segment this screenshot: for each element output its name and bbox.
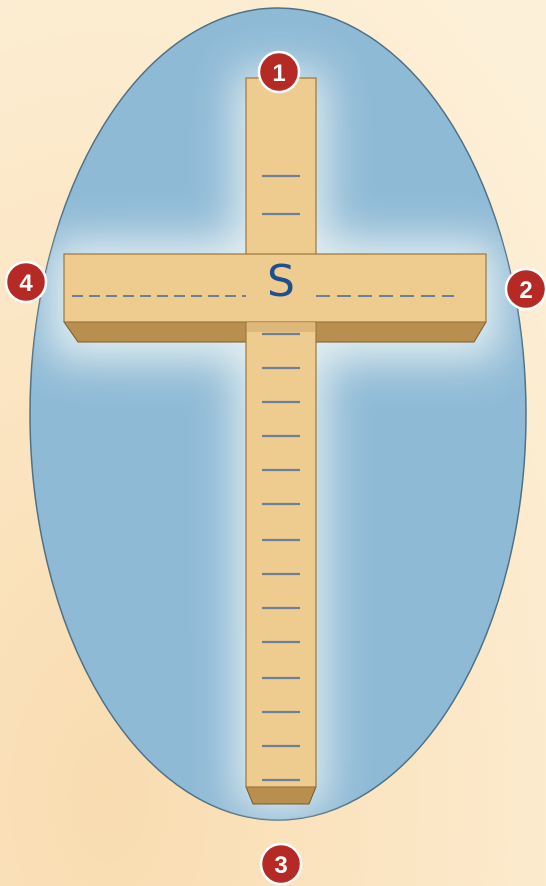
marker-1: 1 [259,52,299,92]
vertical-bar [246,78,316,787]
marker-3-label: 3 [274,852,287,879]
center-letter: S [267,256,295,307]
marker-3: 3 [261,844,301,884]
vertical-bar-bottom-bevel [246,787,316,804]
marker-2: 2 [506,269,546,309]
marker-4: 4 [6,262,46,302]
marker-4-label: 4 [19,270,33,297]
marker-2-label: 2 [519,277,532,304]
marker-1-label: 1 [272,60,285,87]
